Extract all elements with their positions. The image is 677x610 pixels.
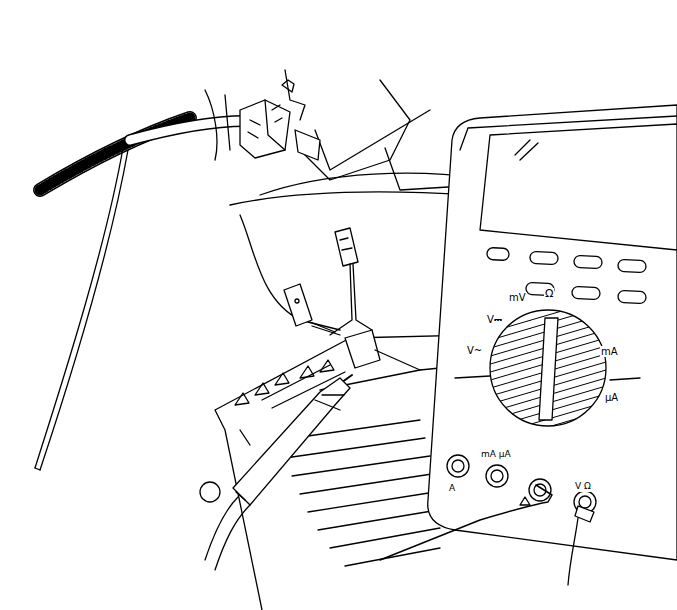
selector-dial (455, 280, 640, 450)
input-jacks (447, 455, 596, 513)
harness-connector (205, 70, 320, 160)
test-probe (200, 375, 352, 570)
dial-label: mV (508, 292, 527, 303)
multimeter (380, 105, 677, 585)
dial-label: V⎓ (486, 314, 503, 325)
dial-label: A (448, 484, 456, 494)
keypad (487, 247, 647, 303)
dial-label: Ω (544, 288, 554, 300)
dial-label: V~ (466, 345, 483, 356)
dial-label: V Ω (574, 482, 592, 492)
wiring-harness (35, 118, 265, 470)
dial-label: μA (604, 392, 619, 403)
dial-label: mA μA (480, 450, 512, 460)
dial-label: mA (600, 346, 619, 357)
